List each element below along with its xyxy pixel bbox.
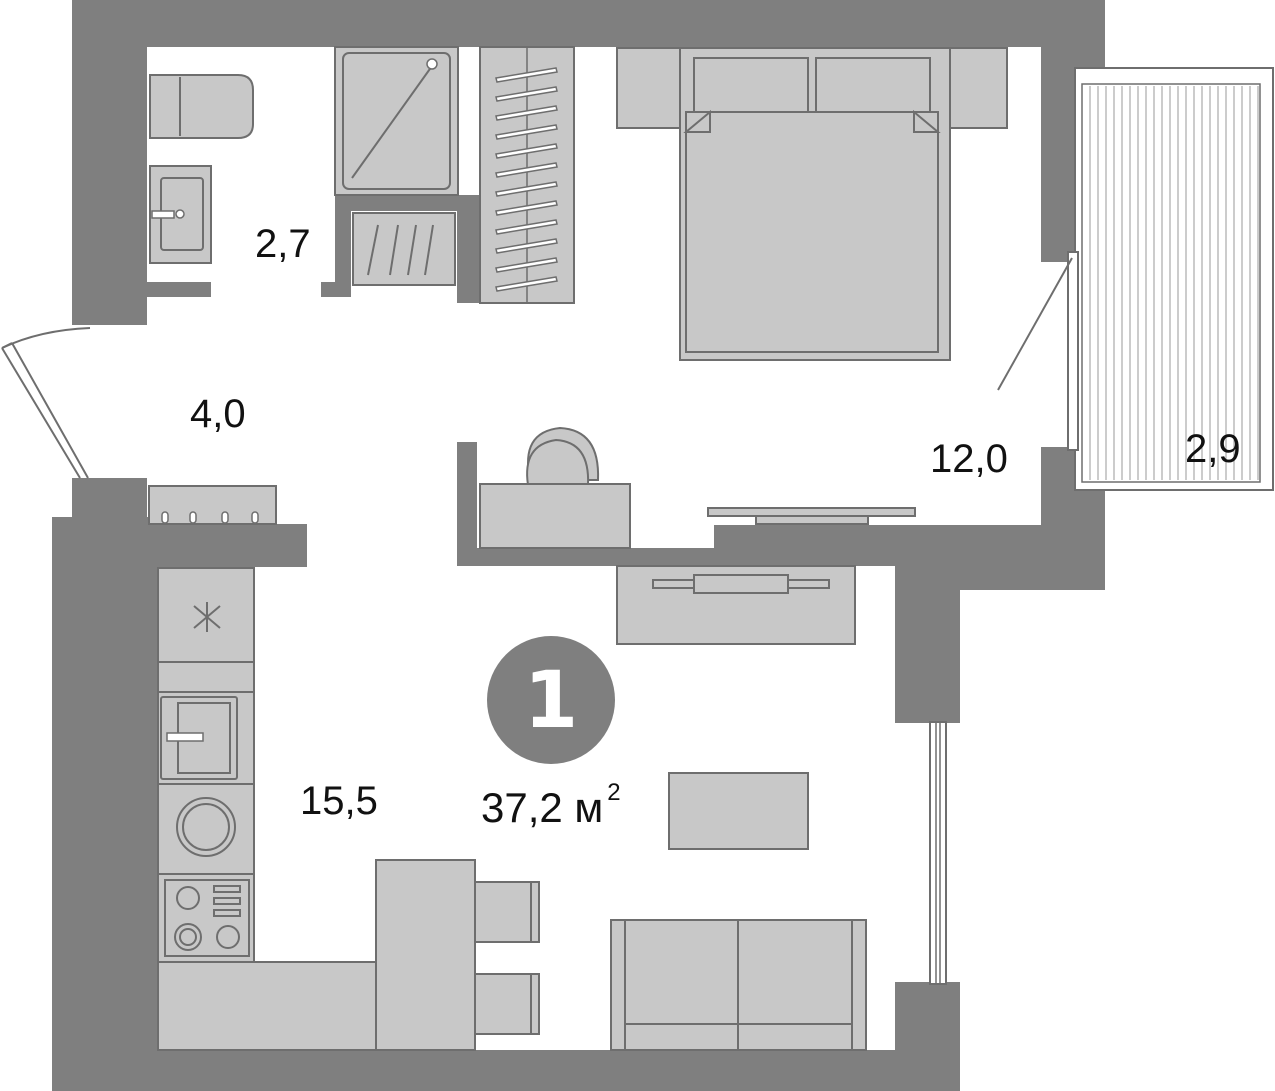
living-window [929, 721, 947, 985]
room-area-labels: 2,7 4,0 12,0 2,9 15,5 [190, 222, 1241, 823]
balcony-area-label: 2,9 [1185, 427, 1241, 471]
shower-cabin [334, 46, 459, 196]
tv-unit [616, 565, 856, 645]
kitchen-lower-counter [157, 961, 377, 1051]
room-count: 1 [524, 656, 578, 746]
hanger [495, 200, 558, 216]
sofa [610, 919, 867, 1051]
dining-chair [474, 881, 540, 943]
bed [616, 47, 1008, 361]
dining-table [375, 859, 476, 1051]
balcony-door [997, 251, 1079, 451]
wardrobe [479, 46, 575, 304]
hanger [495, 86, 558, 102]
hanger [495, 124, 558, 140]
bedroom-area-label: 12,0 [930, 437, 1008, 481]
room-count-badge: 1 [487, 636, 615, 764]
hanger [495, 143, 558, 159]
cooktop [157, 873, 255, 963]
hanger [495, 238, 558, 254]
hanger [495, 219, 558, 235]
washing-shelf [352, 212, 456, 286]
total-area-exponent: 2 [607, 779, 620, 806]
sink [149, 165, 212, 264]
toilet [149, 74, 254, 139]
balcony [1074, 67, 1274, 491]
washing-machine [176, 797, 236, 857]
hanger [495, 257, 558, 273]
fridge [157, 567, 255, 663]
dining-chair [474, 973, 540, 1035]
entrance-door [1, 327, 91, 479]
coat-rack [148, 485, 277, 525]
kitchen-living-area-label: 15,5 [300, 779, 378, 823]
coffee-table [668, 772, 809, 850]
hanger [495, 181, 558, 197]
hanger [495, 276, 558, 292]
hanger [495, 67, 558, 83]
tv-stand-bedroom [707, 507, 916, 525]
desk-chair [526, 426, 600, 486]
hanger [495, 162, 558, 178]
hallway-area-label: 4,0 [190, 392, 246, 436]
bathroom-area-label: 2,7 [255, 222, 311, 266]
desk [479, 483, 631, 549]
total-area-value: 37,2 м [481, 784, 603, 831]
hanger [495, 105, 558, 121]
